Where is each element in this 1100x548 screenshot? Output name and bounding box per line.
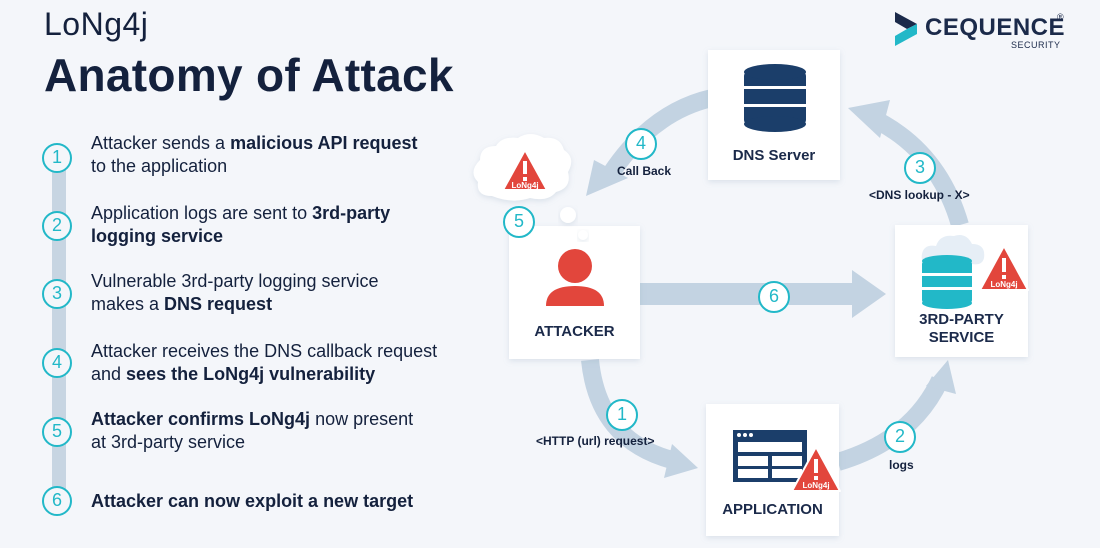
- step-3-line2-bold: DNS request: [164, 294, 273, 314]
- brand-sub: SECURITY: [1011, 40, 1061, 50]
- callback-label: Call Back: [617, 164, 672, 178]
- step-3-text: Vulnerable 3rd-party logging service mak…: [91, 270, 481, 316]
- step-2-line2: logging service: [91, 226, 224, 246]
- step-5-post: now present: [310, 409, 414, 429]
- arrow-logs-head: [926, 360, 956, 394]
- step-1-text: Attacker sends a malicious API request t…: [91, 132, 481, 178]
- step-6-bold: Attacker can now exploit a new target: [91, 491, 414, 511]
- http-request-label: <HTTP (url) request>: [536, 434, 655, 448]
- diagram-step-4-badge: 4: [625, 128, 657, 160]
- application-label: APPLICATION: [722, 501, 823, 518]
- step-4-text: Attacker receives the DNS callback reque…: [91, 340, 481, 386]
- step-1-line2: to the application: [91, 156, 228, 176]
- brand-registered-mark: ®: [1057, 12, 1064, 22]
- diagram-step-3-badge: 3: [904, 152, 936, 184]
- subtitle: LoNg4j: [44, 6, 149, 42]
- person-icon: [546, 249, 604, 306]
- brand-name: CEQUENCE: [925, 14, 1066, 41]
- attacker-label: ATTACKER: [534, 323, 615, 340]
- arrow-dns-lookup-head: [848, 100, 890, 138]
- third-party-label-line1: 3RD-PARTY: [919, 311, 1004, 328]
- diagram-step-5-badge: 5: [503, 206, 535, 238]
- step-1-pre: Attacker sends a: [91, 133, 231, 153]
- warning-icon: LoNg4j: [979, 245, 1029, 291]
- database-icon: [922, 255, 972, 309]
- warning-icon: LoNg4j: [791, 446, 841, 492]
- step-number-3: 3: [42, 279, 72, 309]
- step-2-bold: 3rd-party: [312, 203, 391, 223]
- step-number-6: 6: [42, 486, 72, 516]
- step-4-line2: and: [91, 364, 127, 384]
- step-3-line2: makes a: [91, 294, 165, 314]
- arrow-callback-head: [586, 160, 628, 196]
- page-title: Anatomy of Attack: [44, 49, 454, 101]
- dns-server-label: DNS Server: [732, 147, 816, 164]
- step-3-pre: Vulnerable 3rd-party logging service: [91, 271, 379, 291]
- browser-window-icon: [733, 430, 807, 482]
- step-5-text: Attacker confirms LoNg4j now present at …: [91, 408, 481, 454]
- step-4-line2-bold: sees the LoNg4j vulnerability: [126, 364, 376, 384]
- third-party-label-line2: SERVICE: [928, 329, 995, 346]
- diagram-step-2-badge: 2: [884, 421, 916, 453]
- step-2-pre: Application logs are sent to: [91, 203, 313, 223]
- dns-lookup-label: <DNS lookup - X>: [869, 188, 970, 202]
- step-number-1: 1: [42, 143, 72, 173]
- step-2-text: Application logs are sent to 3rd-party l…: [91, 202, 481, 248]
- arrow-exploit-head: [852, 270, 886, 318]
- step-5-line2: at 3rd-party service: [91, 432, 246, 452]
- warning-icon: LoNg4j: [502, 149, 548, 191]
- step-number-4: 4: [42, 348, 72, 378]
- step-5-bold: Attacker confirms LoNg4j: [91, 409, 311, 429]
- warning-badge-text-bubble: LoNg4j: [511, 181, 538, 190]
- step-4-pre: Attacker receives the DNS callback reque…: [91, 341, 438, 361]
- warning-badge-text-application: LoNg4j: [802, 481, 829, 490]
- step-6-text: Attacker can now exploit a new target: [91, 490, 481, 513]
- diagram-step-1-badge: 1: [606, 399, 638, 431]
- brand-logo: CEQUENCE ® SECURITY: [893, 10, 1073, 50]
- diagram-step-6-badge: 6: [758, 281, 790, 313]
- arrow-http-request-head: [664, 444, 698, 478]
- logs-label: logs: [889, 458, 914, 472]
- arrow-exploit: [640, 283, 856, 305]
- warning-badge-text-third-party: LoNg4j: [990, 280, 1017, 289]
- step-1-bold: malicious API request: [230, 133, 418, 153]
- arrow-callback: [600, 89, 715, 183]
- step-number-5: 5: [42, 417, 72, 447]
- cequence-logo-icon: [895, 12, 917, 46]
- database-icon: [744, 64, 806, 132]
- step-number-2: 2: [42, 211, 72, 241]
- arrow-logs: [835, 376, 949, 471]
